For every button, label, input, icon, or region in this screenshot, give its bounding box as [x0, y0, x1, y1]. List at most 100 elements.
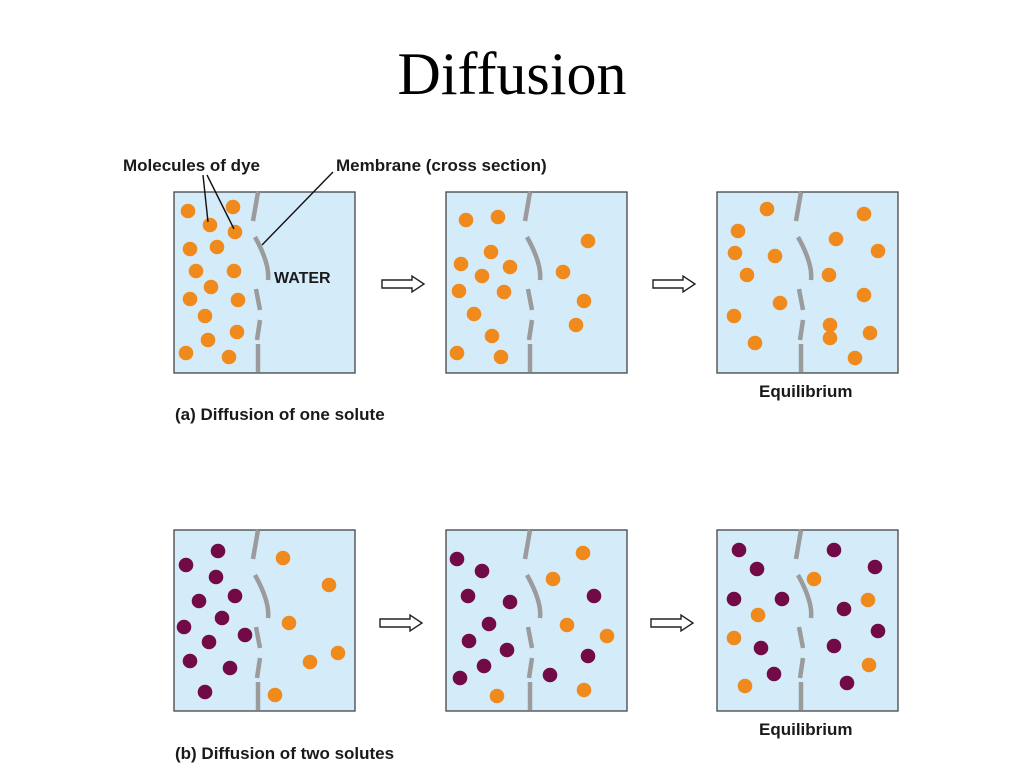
dye-molecule-orange [493, 349, 509, 365]
dye-molecule-orange [453, 256, 469, 272]
dye-molecule-purple [502, 594, 518, 610]
dye-molecule-purple [726, 591, 742, 607]
dye-molecule-purple [542, 667, 558, 683]
leader-line-dye-1 [202, 174, 209, 223]
dye-molecule-orange [862, 325, 878, 341]
membrane-segment-a3-0 [793, 191, 804, 222]
dye-molecule-orange [202, 217, 218, 233]
dye-molecule-orange [580, 233, 596, 249]
membrane-segment-b1-3 [254, 657, 263, 679]
equilibrium-label-a: Equilibrium [759, 382, 853, 401]
dye-molecule-orange [568, 317, 584, 333]
dye-molecule-orange [772, 295, 788, 311]
dye-molecule-orange [281, 615, 297, 631]
dye-molecule-orange [727, 245, 743, 261]
dye-molecule-orange [559, 617, 575, 633]
dye-molecule-orange [575, 545, 591, 561]
dye-molecule-purple [176, 619, 192, 635]
leader-line-membrane [261, 171, 334, 246]
membrane-segment-b2-2 [525, 626, 535, 649]
dye-molecule-purple [461, 633, 477, 649]
dye-molecule-orange [496, 284, 512, 300]
dye-molecule-purple [201, 634, 217, 650]
dye-molecule-orange [821, 267, 837, 283]
dye-molecule-purple [474, 563, 490, 579]
dye-molecule-purple [867, 559, 883, 575]
dye-molecule-orange [302, 654, 318, 670]
dye-molecule-purple [749, 561, 765, 577]
dye-molecule-orange [209, 239, 225, 255]
membrane-segment-b3-0 [793, 529, 804, 560]
dye-molecule-orange [750, 607, 766, 623]
dye-molecule-purple [774, 591, 790, 607]
dye-molecule-orange [599, 628, 615, 644]
dye-molecule-orange [466, 306, 482, 322]
dye-molecule-purple [208, 569, 224, 585]
dye-molecule-purple [826, 638, 842, 654]
membrane-segment-a1-2 [253, 288, 263, 311]
membrane-segment-b3-3 [797, 657, 806, 679]
dye-molecule-purple [580, 648, 596, 664]
dye-molecule-orange [502, 259, 518, 275]
dye-molecule-orange [730, 223, 746, 239]
dye-molecule-orange [576, 293, 592, 309]
water-box-a3 [716, 191, 899, 374]
dye-molecule-orange [856, 206, 872, 222]
water-label: WATER [274, 270, 331, 287]
water-box-b1 [173, 529, 356, 712]
membrane-segment-a1-0 [250, 191, 261, 222]
dye-molecule-purple [826, 542, 842, 558]
dye-molecule-orange [227, 224, 243, 240]
dye-molecule-orange [182, 241, 198, 257]
dye-molecule-orange [275, 550, 291, 566]
dye-molecule-orange [197, 308, 213, 324]
dye-molecule-purple [222, 660, 238, 676]
dye-molecule-orange [747, 335, 763, 351]
membrane-segment-a2-2 [525, 288, 535, 311]
membrane-segment-a3-1 [796, 235, 814, 281]
dye-molecule-purple [499, 642, 515, 658]
dye-molecule-purple [836, 601, 852, 617]
dye-molecule-orange [267, 687, 283, 703]
membrane-segment-a2-3 [526, 319, 535, 341]
dye-molecule-orange [483, 244, 499, 260]
dye-molecule-purple [731, 542, 747, 558]
dye-molecule-orange [822, 317, 838, 333]
dye-molecule-orange [555, 264, 571, 280]
dye-molecule-orange [576, 682, 592, 698]
dye-molecule-orange [726, 308, 742, 324]
dye-molecule-orange [229, 324, 245, 340]
caption-b: (b) Diffusion of two solutes [175, 744, 395, 763]
caption-a: (a) Diffusion of one solute [175, 405, 385, 424]
dye-molecule-orange [484, 328, 500, 344]
membrane-segment-b1-0 [250, 529, 261, 560]
dye-molecule-orange [180, 203, 196, 219]
dye-molecule-purple [481, 616, 497, 632]
dye-molecule-orange [822, 330, 838, 346]
dye-molecule-purple [210, 543, 226, 559]
dye-molecule-orange [226, 263, 242, 279]
arrow-a1-icon [381, 274, 426, 294]
dye-molecule-purple [227, 588, 243, 604]
dye-molecule-purple [178, 557, 194, 573]
dye-molecule-orange [182, 291, 198, 307]
dye-molecule-orange [221, 349, 237, 365]
dye-molecule-orange [806, 571, 822, 587]
arrow-a2-icon [652, 274, 697, 294]
dye-molecule-orange [847, 350, 863, 366]
dye-molecule-orange [870, 243, 886, 259]
dye-molecule-purple [870, 623, 886, 639]
dye-molecule-orange [767, 248, 783, 264]
membrane-segment-b2-1 [525, 573, 543, 619]
dye-molecule-orange [178, 345, 194, 361]
dye-molecule-orange [545, 571, 561, 587]
membrane-segment-a3-2 [796, 288, 806, 311]
membrane-segment-b3-1 [796, 573, 814, 619]
dye-molecule-purple [839, 675, 855, 691]
dye-molecule-purple [237, 627, 253, 643]
dye-molecule-orange [489, 688, 505, 704]
water-box-a2 [445, 191, 628, 374]
dye-molecule-orange [330, 645, 346, 661]
dye-molecule-purple [766, 666, 782, 682]
water-box-b2 [445, 529, 628, 712]
